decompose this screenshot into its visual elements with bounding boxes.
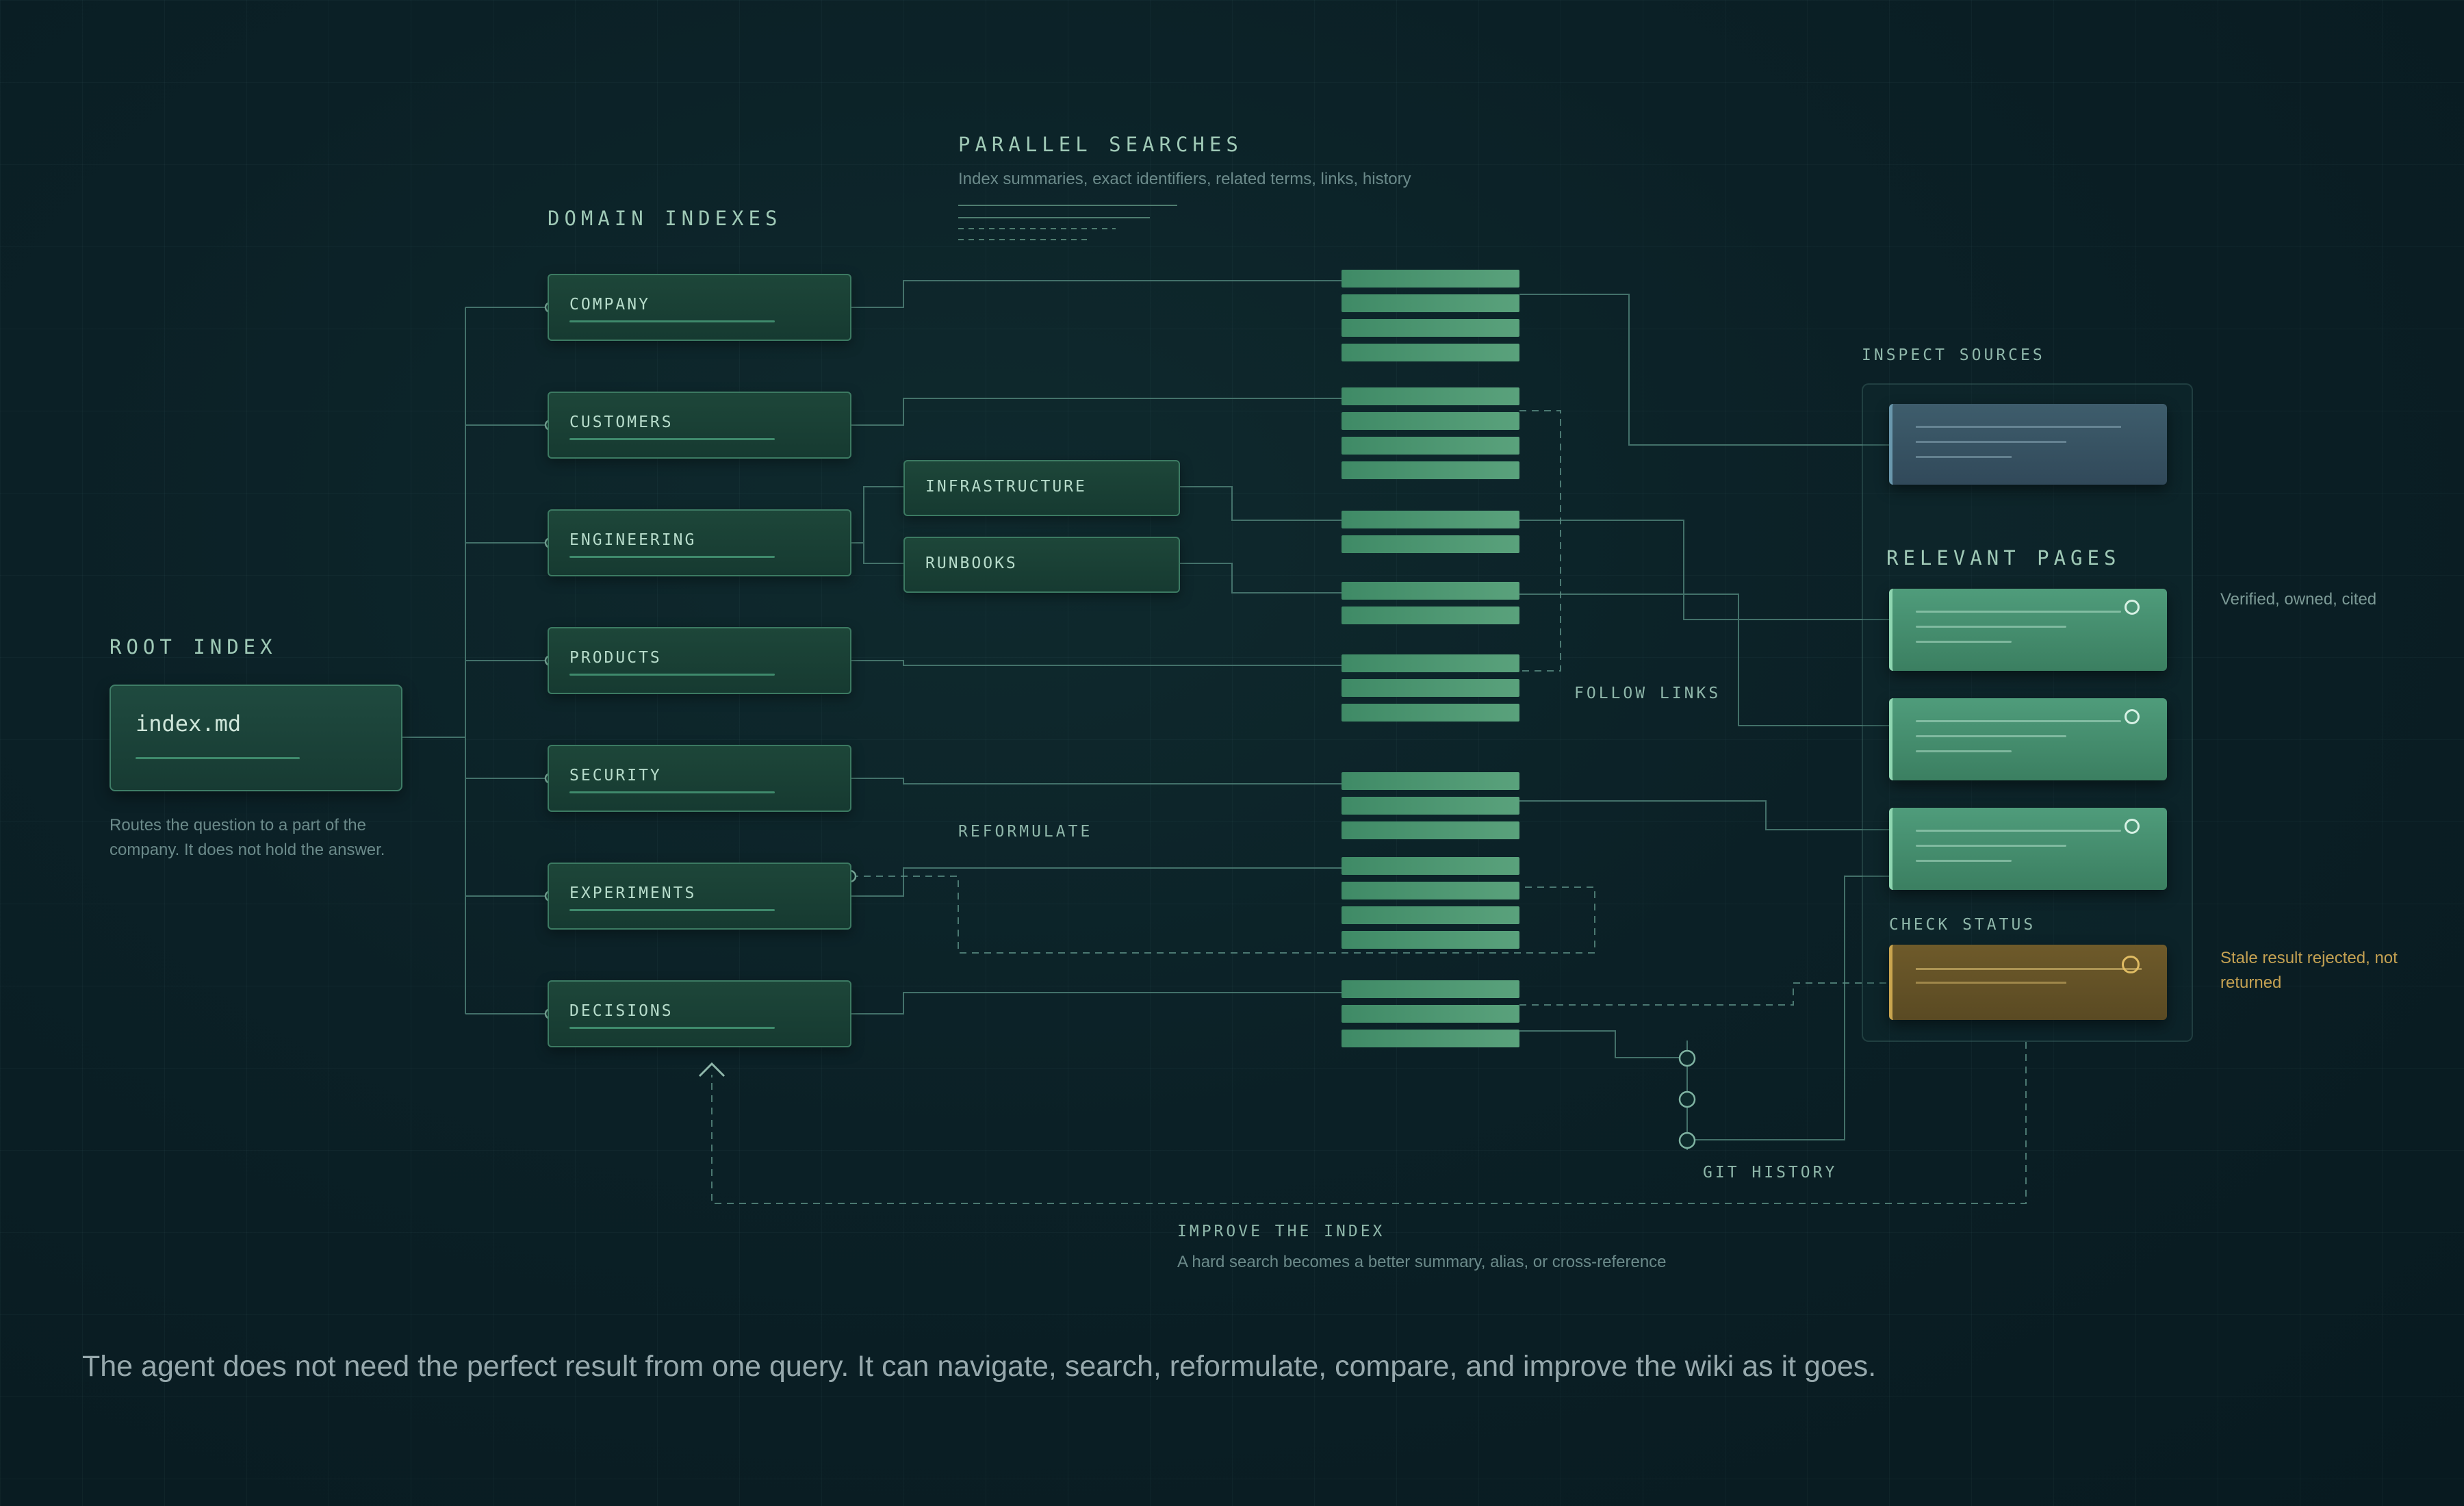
domain-indexes-heading: DOMAIN INDEXES [548,207,782,230]
result-bar [1342,980,1519,998]
footer-caption: The agent does not need the perfect resu… [82,1350,1877,1383]
domain-label: PRODUCTS [569,649,662,667]
stale-note: Stale result rejected, not returned [2220,949,2398,992]
result-bar [1342,270,1519,288]
result-bar [1342,906,1519,924]
domain-box-customers: CUSTOMERS [548,392,851,459]
sub-domain-label: INFRASTRUCTURE [925,478,1087,496]
relevant-page-card [1889,589,2167,671]
git-history-label: GIT HISTORY [1703,1164,1838,1182]
sub-domain-box-infrastructure: INFRASTRUCTURE [903,460,1180,516]
verified-status-icon [2125,819,2140,834]
domain-box-engineering: ENGINEERING [548,509,851,576]
parallel-searches-heading: PARALLEL SEARCHES [958,133,1243,156]
result-bar [1342,437,1519,455]
parallel-searches-subtitle: Index summaries, exact identifiers, rela… [958,170,1411,188]
domain-label: ENGINEERING [569,531,697,549]
stale-status-icon [2122,956,2140,973]
result-bar [1342,344,1519,361]
improve-index-subtitle: A hard search becomes a better summary, … [1177,1253,1667,1271]
root-index-box: index.md [110,685,402,791]
result-bar [1342,1030,1519,1047]
result-bar [1342,882,1519,899]
result-bar [1342,412,1519,430]
sub-domain-box-runbooks: RUNBOOKS [903,537,1180,593]
domain-label: DECISIONS [569,1002,673,1020]
result-bar [1342,931,1519,949]
inspect-sources-heading: INSPECT SOURCES [1862,346,2045,364]
result-bar [1342,511,1519,528]
domain-label: CUSTOMERS [569,413,673,431]
domain-label: EXPERIMENTS [569,884,697,902]
result-bar [1342,772,1519,790]
domain-label: SECURITY [569,767,662,784]
relevant-page-card [1889,808,2167,890]
check-status-heading: CHECK STATUS [1889,916,2036,934]
verified-note: Verified, owned, cited [2220,590,2377,609]
result-bar [1342,535,1519,553]
result-bar [1342,582,1519,600]
result-bar [1342,1005,1519,1023]
result-bar [1342,821,1519,839]
root-file-name: index.md [136,711,242,737]
source-card [1889,404,2167,485]
result-bar [1342,387,1519,405]
result-bar [1342,654,1519,672]
sub-domain-label: RUNBOOKS [925,554,1018,572]
stale-page-card [1889,945,2167,1020]
root-index-note: Routes the question to a part of the com… [110,816,385,859]
result-bar [1342,319,1519,337]
result-bar [1342,294,1519,312]
domain-box-products: PRODUCTS [548,627,851,694]
domain-box-security: SECURITY [548,745,851,812]
result-bar [1342,857,1519,875]
domain-label: COMPANY [569,296,650,314]
result-bar [1342,797,1519,815]
verified-status-icon [2125,709,2140,724]
result-bar [1342,607,1519,624]
result-bar [1342,461,1519,479]
root-index-heading: ROOT INDEX [110,635,277,659]
relevant-page-card [1889,698,2167,780]
domain-box-decisions: DECISIONS [548,980,851,1047]
follow-links-label: FOLLOW LINKS [1574,685,1721,702]
relevant-pages-heading: RELEVANT PAGES [1886,546,2121,570]
reformulate-label: REFORMULATE [958,823,1093,841]
result-bar [1342,679,1519,697]
result-bar [1342,704,1519,722]
domain-box-experiments: EXPERIMENTS [548,863,851,930]
verified-status-icon [2125,600,2140,615]
domain-box-company: COMPANY [548,274,851,341]
improve-index-heading: IMPROVE THE INDEX [1177,1223,1385,1240]
